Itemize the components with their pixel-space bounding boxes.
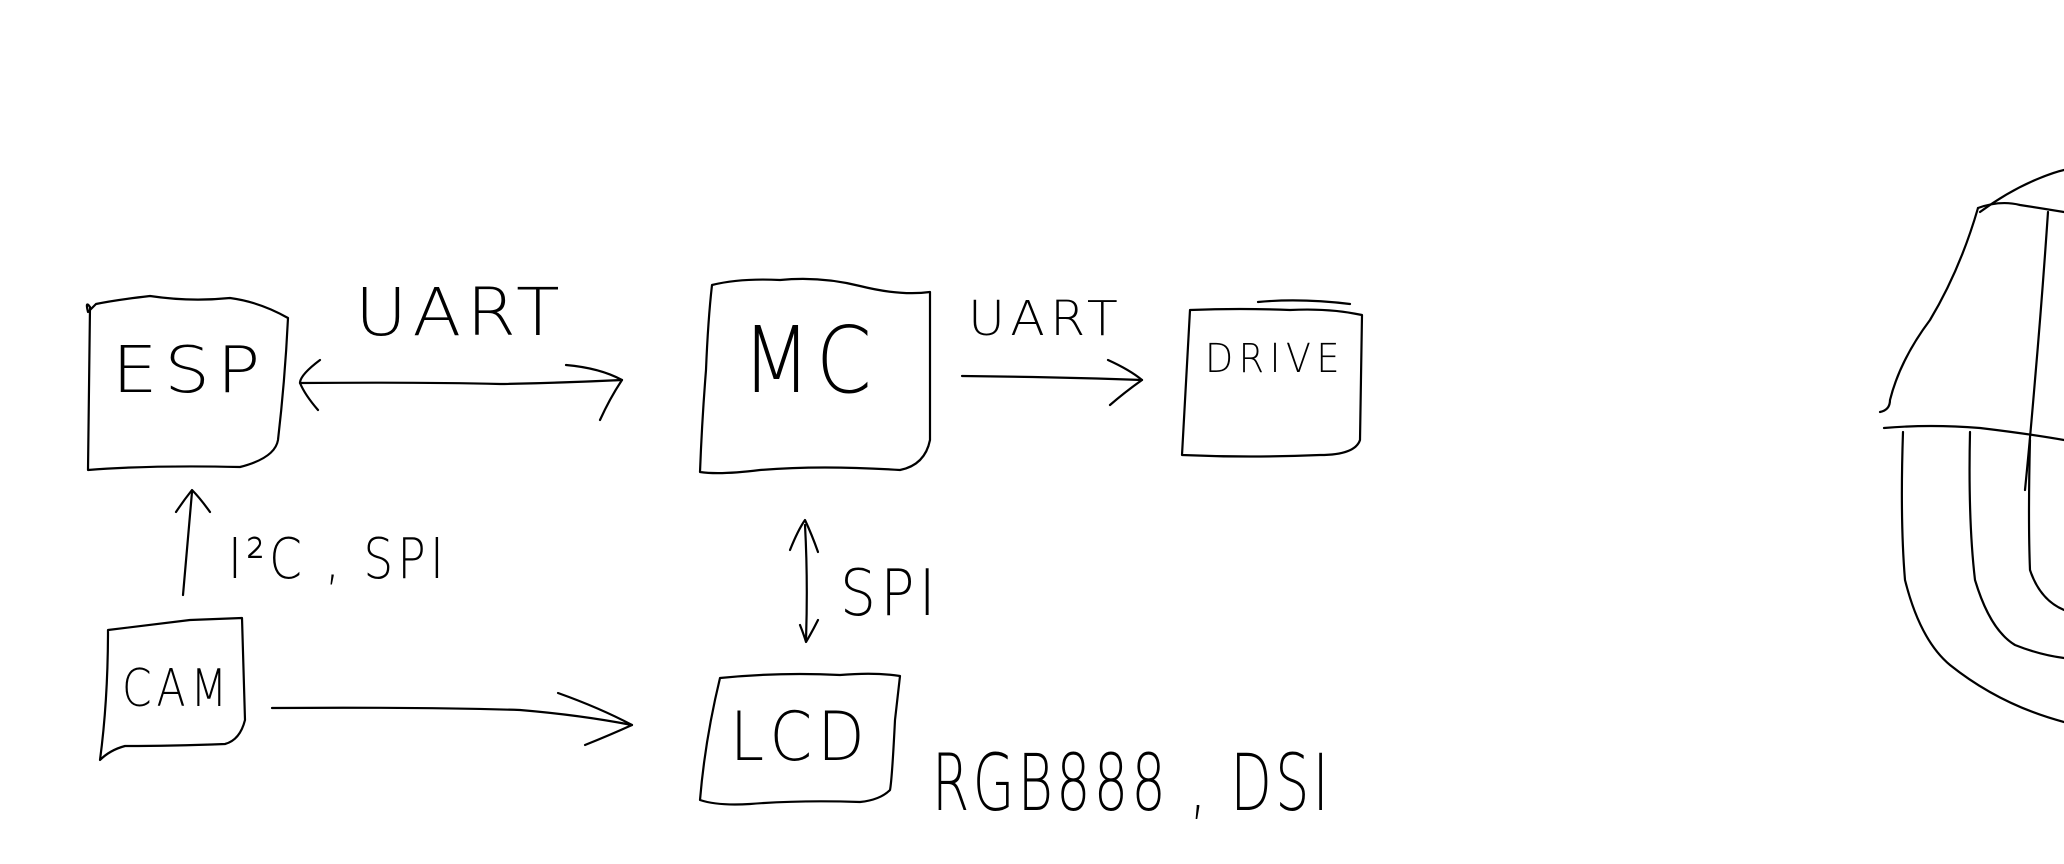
node-mc: MC: [698, 277, 932, 475]
edge-mc-lcd-line: [803, 523, 808, 642]
edge-esp-mc-arrowhead-left: [298, 358, 322, 412]
edge-mc-lcd-arrowhead-bottom: [798, 618, 820, 644]
edge-mc-drive: UART: [960, 291, 1144, 407]
annotation-lcd-interface-label: RGB888 , DSI: [932, 739, 1332, 829]
edge-cam-esp-line: [181, 490, 194, 597]
node-drive: DRIVE: [1180, 299, 1364, 458]
edge-mc-lcd: SPI: [788, 518, 940, 644]
partial-sketch-arc-middle: [1968, 430, 2064, 660]
partial-sketch-arc-inner: [2027, 438, 2064, 612]
edge-cam-esp: I²C , SPI: [174, 488, 448, 597]
node-drive-box: [1180, 307, 1364, 458]
node-cam-box: [98, 616, 247, 762]
node-lcd-box: [698, 672, 902, 806]
node-cam: CAM: [98, 616, 247, 762]
edge-mc-lcd-arrowhead-top: [788, 518, 820, 554]
edge-mc-drive-label: UART: [968, 291, 1123, 347]
edge-esp-mc-arrowhead-right: [564, 363, 624, 422]
node-esp-box: [85, 294, 290, 472]
node-mc-label: MC: [742, 307, 877, 414]
partial-sketch-horizontal-line: [1882, 424, 2064, 442]
node-drive-box-top-stroke: [1256, 299, 1352, 306]
partial-sketch-arc-outer: [1900, 430, 2064, 724]
node-esp-label: ESP: [112, 334, 267, 408]
edge-mc-lcd-label: SPI: [840, 557, 940, 631]
partial-sketch: [1878, 168, 2064, 724]
edge-mc-drive-line: [960, 374, 1144, 382]
partial-sketch-outer-curve: [1878, 206, 1980, 414]
annotation-lcd-interface: RGB888 , DSI: [932, 739, 1332, 829]
edge-mc-drive-arrowhead: [1106, 358, 1144, 407]
edge-cam-lcd: [270, 691, 634, 747]
edge-cam-lcd-line: [270, 706, 634, 727]
node-lcd: LCD: [698, 672, 902, 806]
edge-esp-mc-label: UART: [355, 274, 565, 351]
node-mc-box: [698, 277, 932, 475]
node-esp: ESP: [85, 294, 290, 472]
edge-cam-lcd-arrowhead: [556, 691, 634, 747]
partial-sketch-top-curve: [1978, 168, 2064, 214]
edge-esp-mc: UART: [298, 274, 624, 422]
partial-sketch-vertical-stroke: [2023, 210, 2050, 492]
edge-cam-esp-arrowhead: [174, 488, 212, 514]
node-cam-label: CAM: [122, 659, 232, 719]
node-lcd-label: LCD: [730, 698, 870, 777]
edge-cam-esp-label: I²C , SPI: [228, 527, 448, 592]
edge-esp-mc-line: [298, 378, 624, 386]
node-drive-label: DRIVE: [1205, 336, 1345, 382]
